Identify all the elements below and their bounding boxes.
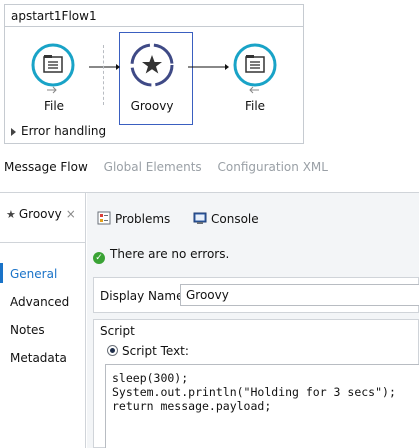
file-source-node[interactable] [29, 41, 77, 89]
component-tab-label: Groovy [18, 207, 62, 221]
radio-selected-icon[interactable] [107, 345, 118, 356]
groovy-node[interactable] [128, 41, 176, 89]
properties-main-panel: Problems Console ✓ There are no errors. D… [87, 193, 419, 448]
check-circle-icon: ✓ [93, 252, 105, 264]
script-text-label: Script Text: [122, 344, 189, 358]
properties-side-panel: ★Groovy× [0, 193, 86, 448]
star-icon: ★ [6, 208, 16, 221]
source-indicator-icon [47, 86, 57, 94]
file-connector-icon [31, 43, 75, 87]
sidebar-item-general[interactable]: General [10, 267, 58, 281]
sidebar-item-advanced[interactable]: Advanced [10, 295, 70, 309]
node-label-groovy: Groovy [130, 99, 174, 113]
code-line: return message.payload; [112, 399, 272, 413]
flow-title[interactable]: apstart1Flow1 [5, 5, 303, 27]
sidebar-item-notes[interactable]: Notes [10, 323, 45, 337]
component-properties-tab[interactable]: ★Groovy× [0, 193, 86, 243]
validation-status: ✓ There are no errors. [93, 247, 229, 264]
tab-console[interactable]: Console [193, 211, 259, 226]
panel-divider [0, 192, 419, 193]
script-text-editor[interactable]: sleep(300); System.out.println("Holding … [105, 364, 419, 448]
display-name-input[interactable]: Groovy [180, 284, 419, 306]
display-name-group: Display Name: Groovy [93, 277, 419, 313]
script-group-legend: Script [100, 324, 135, 338]
display-name-label: Display Name: [100, 289, 188, 303]
script-group: Script Script Text: sleep(300); System.o… [93, 319, 419, 448]
groovy-component-icon [130, 43, 174, 87]
code-line: sleep(300); [112, 371, 189, 385]
flow-connector-arrow [188, 64, 229, 70]
scope-divider [103, 45, 104, 105]
node-label-file-source: File [43, 99, 65, 113]
close-icon[interactable]: × [65, 207, 76, 221]
expand-arrow-icon [11, 127, 16, 136]
tab-message-flow[interactable]: Message Flow [4, 160, 88, 174]
flow-canvas: apstart1Flow1 File [4, 4, 304, 144]
tab-console-label: Console [211, 212, 259, 226]
error-handling-label: Error handling [21, 124, 107, 138]
file-connector-icon [233, 43, 277, 87]
flow-connector-arrow [89, 64, 120, 70]
script-text-option[interactable]: Script Text: [107, 344, 189, 358]
status-text: There are no errors. [110, 247, 230, 261]
editor-tab-bar: Message Flow Global Elements Configurati… [4, 160, 340, 174]
error-handling-toggle[interactable]: Error handling [11, 124, 106, 138]
tab-configuration-xml[interactable]: Configuration XML [217, 160, 328, 174]
tab-problems-label: Problems [115, 212, 171, 226]
node-label-file-target: File [244, 99, 266, 113]
console-icon [193, 212, 207, 224]
sidebar-item-metadata[interactable]: Metadata [10, 351, 67, 365]
view-tab-strip: Problems Console [87, 193, 419, 243]
problems-icon [97, 211, 111, 225]
tab-global-elements[interactable]: Global Elements [103, 160, 202, 174]
file-target-node[interactable] [231, 41, 279, 89]
active-nav-indicator [0, 263, 3, 283]
code-line: System.out.println("Holding for 3 secs")… [112, 385, 396, 399]
target-indicator-icon [249, 86, 259, 94]
tab-problems[interactable]: Problems [97, 211, 170, 226]
